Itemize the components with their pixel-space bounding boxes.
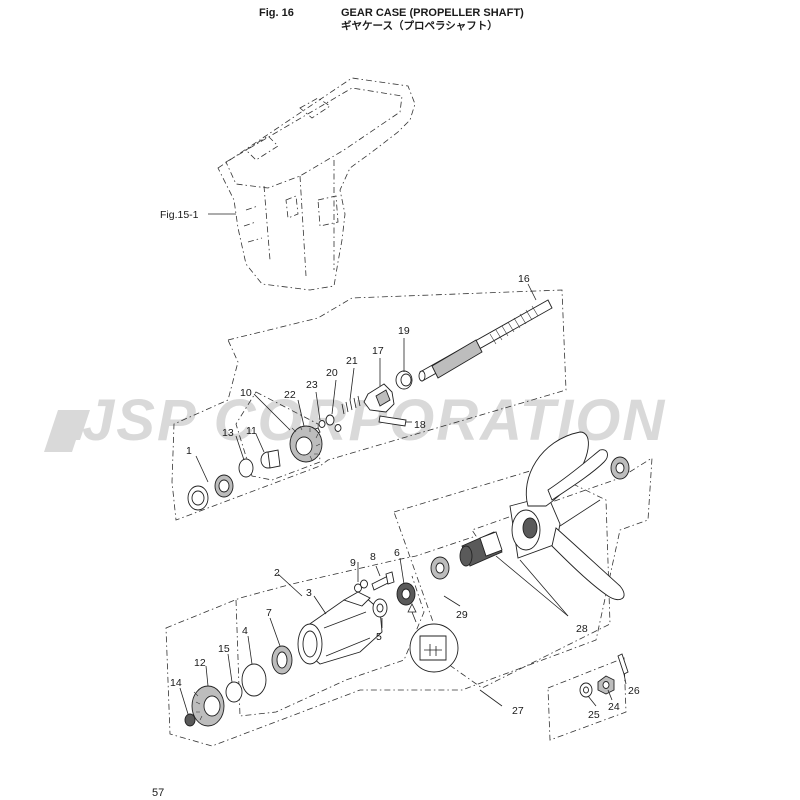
callout-19: 19 (398, 325, 410, 337)
callout-11: 11 (246, 425, 257, 437)
callout-9: 9 (350, 557, 356, 569)
needle-bearing-11 (260, 449, 281, 469)
gear-case-housing (217, 77, 416, 291)
callout-27: 27 (512, 705, 524, 717)
shim-14 (184, 713, 196, 727)
callout-28: 28 (576, 623, 588, 635)
callout-16: 16 (518, 273, 530, 285)
reverse-gear (191, 685, 225, 727)
callout-labels: 1 2 3 4 5 6 7 8 9 10 11 12 13 14 15 16 1… (170, 273, 640, 721)
tapered-bearing (187, 474, 234, 511)
callout-13: 13 (222, 427, 234, 439)
callout-12: 12 (194, 657, 206, 669)
washer-9 (354, 583, 362, 593)
callout-23: 23 (306, 379, 318, 391)
seal-detail-inset (407, 603, 459, 673)
rubber-bushing (459, 531, 503, 567)
assembly-frames (165, 289, 653, 747)
bearing-housing (297, 591, 383, 665)
callout-6: 6 (394, 547, 400, 559)
page-number: 57 (152, 787, 165, 799)
cotter-pin (617, 653, 629, 675)
callout-29: 29 (456, 609, 468, 621)
callout-21: 21 (346, 355, 358, 367)
callout-7: 7 (266, 607, 272, 619)
callout-24: 24 (608, 701, 620, 713)
shim-13 (238, 458, 254, 478)
callout-22: 22 (284, 389, 296, 401)
callout-26: 26 (628, 685, 640, 697)
shim-15 (225, 681, 243, 703)
clutch-dog (363, 383, 395, 413)
propeller-shaft (418, 299, 553, 382)
callout-20: 20 (326, 367, 338, 379)
cross-pin (378, 415, 407, 427)
housing-bolt (371, 571, 395, 591)
callout-5: 5 (376, 631, 382, 643)
forward-gear (289, 425, 323, 463)
callout-14: 14 (170, 677, 182, 689)
callout-25: 25 (588, 709, 600, 721)
callout-4: 4 (242, 625, 248, 637)
o-ring (241, 663, 267, 697)
leader-lines (179, 283, 627, 715)
propeller (509, 431, 625, 600)
callout-8: 8 (370, 551, 376, 563)
callout-10: 10 (240, 387, 252, 399)
reference-label: Fig.15-1 (160, 209, 199, 221)
figure-title-japanese: ギヤケース（プロペラシャフト） (341, 20, 498, 32)
plunger (325, 414, 335, 426)
shift-spring (341, 395, 361, 415)
ball-bearing (271, 645, 293, 675)
figure-title-english: GEAR CASE (PROPELLER SHAFT) (341, 7, 524, 19)
callout-15: 15 (218, 643, 230, 655)
ball (318, 420, 326, 428)
callout-2: 2 (274, 567, 280, 579)
oil-seal (396, 582, 416, 606)
callout-17: 17 (372, 345, 384, 357)
propeller-nut (597, 675, 615, 695)
callout-1: 1 (186, 445, 192, 457)
callout-18: 18 (414, 419, 426, 431)
callout-3: 3 (306, 587, 312, 599)
figure-number: Fig. 16 (259, 7, 294, 19)
